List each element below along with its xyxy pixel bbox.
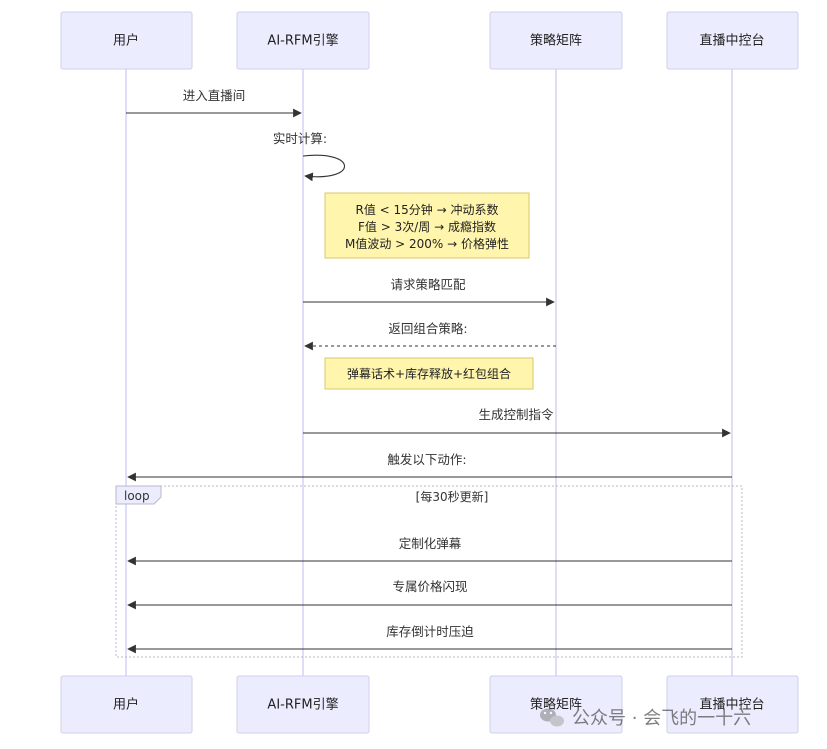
actor-user-label: 用户 [113, 33, 139, 49]
loop-frame: loop [每30秒更新] [115, 485, 743, 658]
msg-enter-room-label: 进入直播间 [183, 88, 246, 103]
msg-gen-command-label: 生成控制指令 [478, 407, 554, 422]
note-rfm: R值 < 15分钟 → 冲动系数 F值 > 3次/周 → 成瘾指数 M值波动 >… [324, 192, 530, 259]
actor-engine-label: AI-RFM引擎 [267, 34, 338, 49]
actor-matrix-bottom: 策略矩阵 [489, 675, 623, 734]
wechat-icon [540, 708, 564, 727]
msg-custom-barrage-label: 定制化弹幕 [399, 536, 462, 551]
actor-matrix-label: 策略矩阵 [530, 33, 582, 49]
actor-user-top: 用户 [60, 11, 193, 70]
msg-realtime-calc-arrow [302, 154, 346, 182]
watermark-text: 公众号 · 会飞的一十六 [572, 708, 751, 729]
actor-matrix-top: 策略矩阵 [489, 11, 623, 70]
msg-return-combo-label: 返回组合策略: [388, 321, 467, 336]
actor-engine-top: AI-RFM引擎 [236, 11, 370, 70]
actor-user-bottom-label: 用户 [113, 697, 139, 713]
actor-matrix-bottom-label: 策略矩阵 [530, 697, 582, 713]
actor-engine-bottom-label: AI-RFM引擎 [267, 698, 338, 713]
loop-condition: [每30秒更新] [416, 489, 489, 504]
actor-engine-bottom: AI-RFM引擎 [236, 675, 370, 734]
msg-trigger-actions-label: 触发以下动作: [387, 452, 466, 467]
watermark: 公众号 · 会飞的一十六 [540, 708, 751, 729]
msg-stock-countdown-label: 库存倒计时压迫 [386, 624, 474, 639]
actor-user-bottom: 用户 [60, 675, 193, 734]
actor-console-top: 直播中控台 [666, 11, 799, 70]
loop-label: loop [124, 489, 150, 503]
actor-console-label: 直播中控台 [699, 34, 764, 49]
note-combo-text: 弹幕话术+库存释放+红包组合 [347, 366, 511, 381]
actor-console-bottom: 直播中控台 [666, 675, 799, 734]
actor-console-bottom-label: 直播中控台 [699, 698, 764, 713]
msg-price-flash-label: 专属价格闪现 [392, 579, 467, 594]
note-combo: 弹幕话术+库存释放+红包组合 [324, 357, 534, 390]
note-rfm-line-2: F值 > 3次/周 → 成瘾指数 [358, 219, 496, 234]
msg-request-match-label: 请求策略匹配 [390, 277, 466, 292]
note-rfm-line-3: M值波动 > 200% → 价格弹性 [345, 236, 509, 251]
msg-realtime-calc-label: 实时计算: [273, 131, 327, 146]
note-rfm-line-1: R值 < 15分钟 → 冲动系数 [356, 202, 499, 217]
